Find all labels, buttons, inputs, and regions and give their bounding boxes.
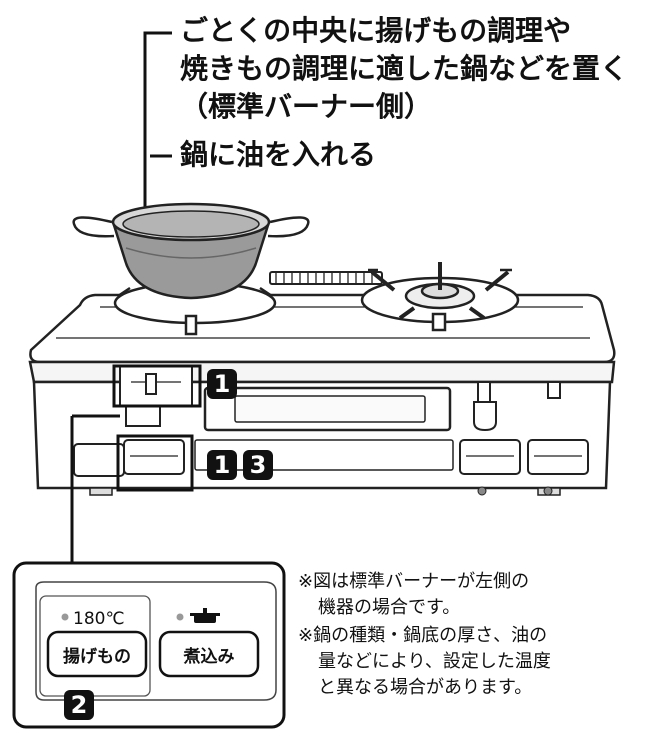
pot xyxy=(72,202,310,300)
pot-icon xyxy=(190,608,220,623)
front-control-highlight xyxy=(116,434,194,492)
top-control-highlight xyxy=(112,364,202,408)
fry-button-label: 揚げもの xyxy=(63,647,131,667)
fry-button[interactable] xyxy=(46,630,148,678)
step-badge-panel: 2 xyxy=(64,690,94,720)
side-hooks xyxy=(473,381,561,432)
pot-callout-line3: （標準バーナー側） xyxy=(180,90,433,123)
rear-grate xyxy=(269,271,383,285)
step-badge-front-a: 1 xyxy=(207,450,237,480)
oil-callout: 鍋に油を入れる xyxy=(180,138,377,171)
right-burner xyxy=(360,262,520,332)
front-buttons xyxy=(73,439,589,477)
callout-leader-lines xyxy=(143,31,172,218)
top-control-block xyxy=(119,365,193,427)
step-badge-top: 1 xyxy=(207,369,237,399)
simmer-button-label: 煮込み xyxy=(183,647,235,667)
note-line5: と異なる場合があります。 xyxy=(318,677,533,698)
note-line3: ※鍋の種類・鍋底の厚さ、油の xyxy=(298,625,548,646)
detail-leader-line xyxy=(70,414,120,563)
note-line1: ※図は標準バーナーが左側の xyxy=(298,571,530,592)
pot-callout-line2: 焼きもの調理に適した鍋などを置く xyxy=(180,52,629,85)
simmer-indicator-icon xyxy=(176,613,184,621)
fry-indicator-icon xyxy=(61,613,69,621)
cooktop xyxy=(28,293,616,496)
note-line4: 量などにより、設定した温度 xyxy=(318,651,551,672)
step-badge-front-b: 3 xyxy=(243,450,273,480)
detail-panel-inner-frame xyxy=(35,581,277,701)
fry-temp-label: 180℃ xyxy=(73,609,125,629)
pot-callout-line1: ごとくの中央に揚げもの調理や xyxy=(180,14,572,47)
note-line2: 機器の場合です。 xyxy=(318,597,461,618)
simmer-button[interactable] xyxy=(158,630,260,678)
